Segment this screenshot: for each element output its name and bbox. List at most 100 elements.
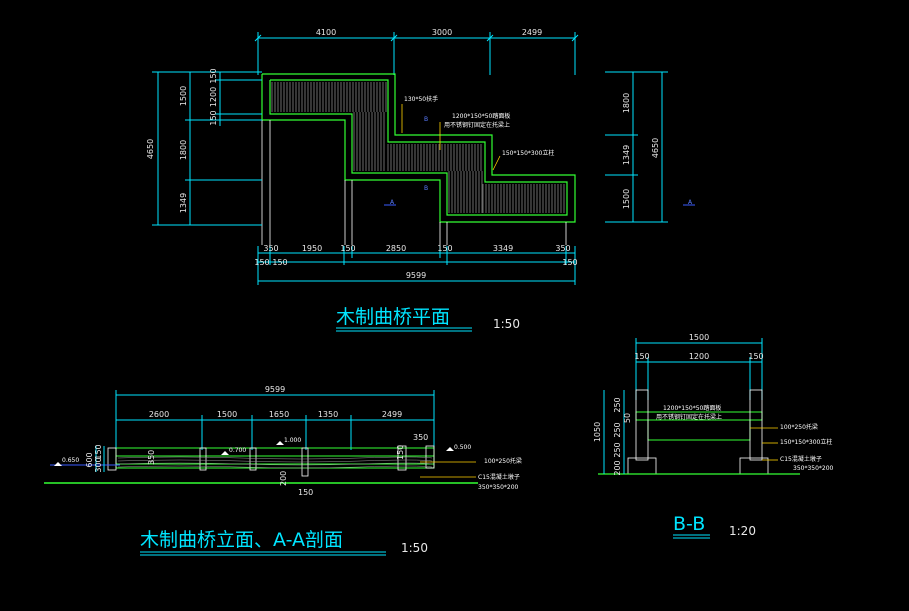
section-bb-left-dim-4: 250 <box>613 442 622 457</box>
section-bb-note-pier-size: 350*350*200 <box>793 465 834 472</box>
elevation-left-dim-3: 300 <box>94 457 103 472</box>
plan-title: 木制曲桥平面 <box>336 306 450 328</box>
plan-left-sub-dim-3: 150 <box>209 110 218 125</box>
elevation-note-leaders <box>420 461 476 478</box>
plan-top-dim-1: 4100 <box>316 28 336 37</box>
elevation-left-dim-lines <box>95 446 105 472</box>
elevation-level-4: 0.500 <box>454 444 471 451</box>
section-bb-posts-piers <box>627 389 769 475</box>
plan-note-handrail: 130*50扶手 <box>404 95 438 103</box>
plan-left-sub-dim-2: 1200 <box>209 87 218 107</box>
plan-note-leaders <box>401 104 501 171</box>
elevation-wood-grain <box>117 456 433 469</box>
plan-bottom-dim-4: 2850 <box>386 244 406 253</box>
plan-left-sub-dim-1: 150 <box>209 68 218 83</box>
elevation-note-pier-size: 350*350*200 <box>478 484 519 491</box>
section-bb-note-pier: C15混凝土墩子 <box>780 455 822 463</box>
section-bb-note-leaders <box>750 427 778 461</box>
elevation-small-dim-3: 150 <box>396 445 405 460</box>
plan-right-dim-2: 1349 <box>622 145 631 165</box>
elevation-small-dim-4: 150 <box>298 488 313 497</box>
elevation-left-dim-1: 600 <box>85 452 94 467</box>
section-bb-left-dim-1: 250 <box>613 397 622 412</box>
plan-left-dim-1: 1500 <box>179 86 188 106</box>
plan-right-dim-3: 1500 <box>622 189 631 209</box>
elevation-title: 木制曲桥立面、A-A剖面 <box>140 529 343 551</box>
elevation-dim-1: 2600 <box>149 410 169 419</box>
plan-right-outer-dim: 4650 <box>651 138 660 158</box>
plan-bottom-dim-6: 3349 <box>493 244 513 253</box>
elevation-dim-5: 2499 <box>382 410 402 419</box>
plan-bottom-dim-3: 150 <box>340 244 355 253</box>
plan-bottom-dim-2: 1950 <box>302 244 322 253</box>
plan-right-dimension-lines <box>605 71 668 223</box>
elevation-level-3: 1.000 <box>284 437 301 444</box>
plan-top-dim-2: 3000 <box>432 28 452 37</box>
section-bb-sub-dim-1: 150 <box>634 352 649 361</box>
section-bb-left-dim-2: 50 <box>623 413 632 423</box>
plan-bottom-sub-dim-2: 150 <box>272 258 287 267</box>
plan-bottom-dimension-lines <box>257 246 576 285</box>
section-bb-note-beam: 100*250托梁 <box>780 423 818 431</box>
elevation-dim-2: 1500 <box>217 410 237 419</box>
plan-note-tread: 1200*150*50踏面板 <box>452 112 510 120</box>
plan-overall-dim: 9599 <box>406 271 426 280</box>
plan-section-mark-b-bottom: B <box>424 185 428 192</box>
elevation-note-beam: 100*250托梁 <box>484 457 522 465</box>
plan-left-outer-dim: 4650 <box>146 139 155 159</box>
section-bb-view: 1500 150 1200 150 1050 250 50 250 250 20… <box>593 333 834 539</box>
plan-bottom-dim-5: 150 <box>437 244 452 253</box>
plan-note-post: 150*150*300立柱 <box>502 149 554 157</box>
section-bb-scale: 1:20 <box>729 524 756 538</box>
plan-bridge-outline <box>261 73 576 223</box>
plan-bottom-sub-dim-3: 150 <box>562 258 577 267</box>
section-bb-note-tread: 1200*150*50踏面板 <box>663 404 721 412</box>
section-bb-note-post: 150*150*300立柱 <box>780 438 832 446</box>
section-bb-top-dim: 1500 <box>689 333 709 342</box>
plan-section-mark-a-left: A <box>390 199 395 206</box>
wood-grain-line <box>117 465 433 469</box>
plan-top-dim-3: 2499 <box>522 28 542 37</box>
section-bb-sub-dim-2: 1200 <box>689 352 709 361</box>
plan-decking-hatch <box>271 82 565 213</box>
plan-left-dim-3: 1349 <box>179 193 188 213</box>
plan-view: 4100 3000 2499 130*50扶手 1200*150*50踏面板 <box>146 28 695 332</box>
elevation-dim-4: 1350 <box>318 410 338 419</box>
wood-grain-line <box>117 462 433 466</box>
plan-section-mark-b-top: B <box>424 116 428 123</box>
elevation-small-dim-2: 350 <box>147 450 156 465</box>
elevation-small-dim-5: 200 <box>279 471 288 486</box>
plan-note-fixing: 用不锈钢钉固定在托梁上 <box>444 121 510 129</box>
elevation-level-2: 0.700 <box>229 447 246 454</box>
elevation-overall-dim: 9599 <box>265 385 285 394</box>
section-bb-left-outer-dim: 1050 <box>593 422 602 442</box>
plan-scale: 1:50 <box>493 317 520 331</box>
plan-right-dim-1: 1800 <box>622 93 631 113</box>
elevation-view: 9599 2600 1500 1650 1350 2499 60 <box>44 385 522 556</box>
plan-bottom-dim-7: 350 <box>555 244 570 253</box>
section-bb-note-fixing: 用不锈钢钉固定在托梁上 <box>656 413 722 421</box>
elevation-note-pier: C15混凝土墩子 <box>478 473 520 481</box>
wood-grain-line <box>117 456 433 460</box>
wood-grain-line <box>117 459 433 463</box>
plan-section-mark-a-right: A <box>688 199 693 206</box>
plan-left-piers <box>261 120 567 245</box>
elevation-dimension-lines <box>115 390 435 450</box>
section-bb-left-dim-3: 250 <box>613 422 622 437</box>
plan-left-dim-2: 1800 <box>179 140 188 160</box>
section-bb-left-dim-5: 200 <box>613 460 622 475</box>
plan-left-dimension-lines <box>152 71 262 226</box>
section-bb-sub-dim-3: 150 <box>748 352 763 361</box>
plan-bottom-dim-1: 350 <box>263 244 278 253</box>
plan-bottom-sub-dim-1: 150 <box>254 258 269 267</box>
elevation-level-markers <box>54 441 454 466</box>
plan-top-dimension-line <box>254 32 579 75</box>
elevation-dim-3: 1650 <box>269 410 289 419</box>
elevation-scale: 1:50 <box>401 541 428 555</box>
elevation-left-dim-2: 150 <box>94 444 103 459</box>
section-bb-left-dim-lines <box>603 390 625 474</box>
section-bb-title: B-B <box>673 513 705 535</box>
elevation-small-dim-1: 350 <box>413 433 428 442</box>
